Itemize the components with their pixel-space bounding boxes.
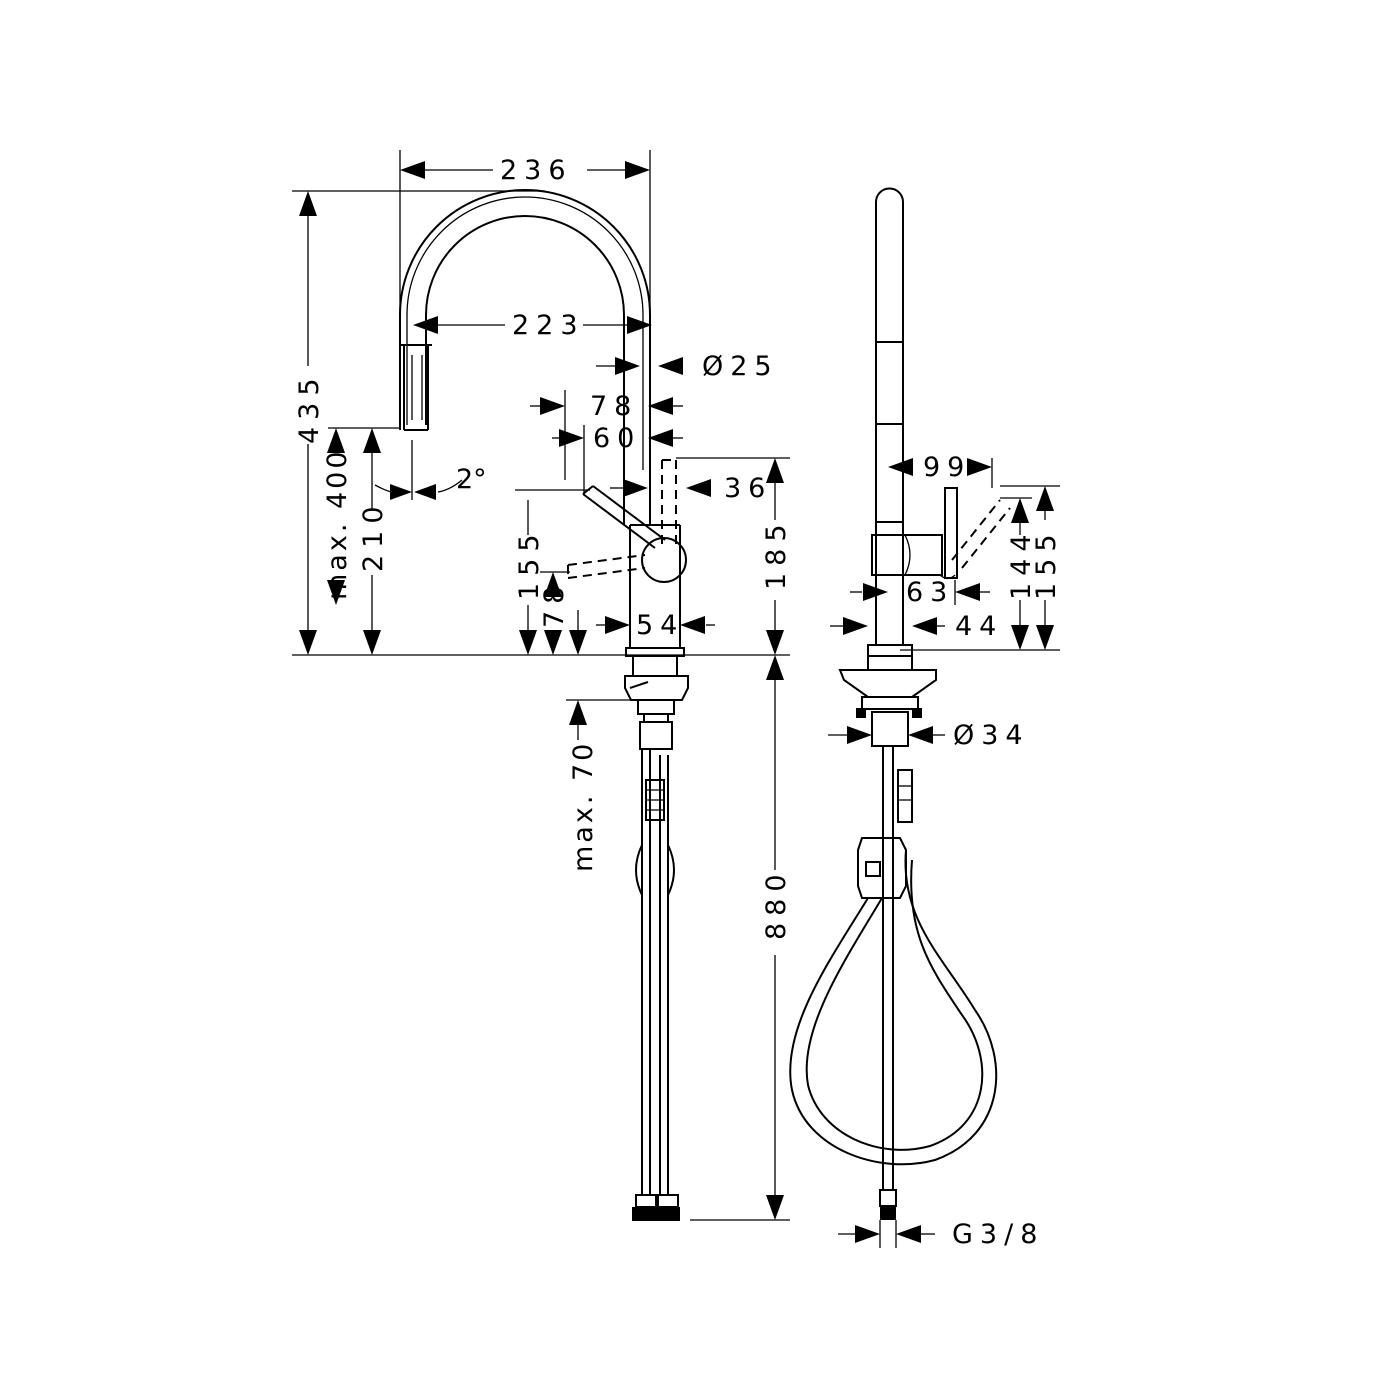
spout-inner-guide xyxy=(406,196,644,470)
side-mount-plate xyxy=(838,669,937,698)
fitting-right-nut xyxy=(656,1207,680,1221)
side-view: 99 155 144 63 44 Ø34 xyxy=(789,187,1062,1250)
dim-54: 54 xyxy=(636,610,684,641)
side-nut-right-tab xyxy=(912,708,922,718)
hose-clip xyxy=(635,844,675,896)
side-nut-left-tab xyxy=(856,708,866,718)
side-hose-loop-inner xyxy=(805,859,984,1151)
dim-max-70: max. 70 xyxy=(568,741,599,872)
dim-210: 210 xyxy=(358,499,389,572)
side-spout xyxy=(875,187,904,645)
dim-36: 36 xyxy=(724,473,772,504)
side-washer xyxy=(867,655,913,671)
side-weight-clip xyxy=(865,861,881,877)
dim-max-400: max. 400 xyxy=(322,448,353,600)
side-lever-plate xyxy=(944,487,958,579)
mount-nut xyxy=(637,699,675,715)
mount-plate xyxy=(624,675,689,701)
side-connector xyxy=(897,769,913,823)
side-fitting-nut xyxy=(880,1206,896,1220)
side-lever-bottom xyxy=(939,574,956,580)
dim-2deg: 2° xyxy=(456,464,487,495)
dim-155-side: 155 xyxy=(1031,527,1062,600)
spray-head xyxy=(400,344,432,431)
mount-nut-2 xyxy=(643,713,669,723)
dim-236: 236 xyxy=(500,155,573,186)
side-lever-block xyxy=(871,534,943,576)
fitting-right xyxy=(657,1194,679,1208)
dim-99: 99 xyxy=(923,452,971,483)
dim-60: 60 xyxy=(593,423,641,454)
lever-hidden-2 xyxy=(567,554,646,579)
dim-d25: Ø25 xyxy=(702,351,779,382)
dim-d34: Ø34 xyxy=(953,720,1030,751)
front-view: 236 223 Ø25 78 60 36 xyxy=(292,150,792,1221)
dim-g38: G3/8 xyxy=(952,1219,1044,1250)
side-hose-weight xyxy=(857,837,907,899)
mount-tab xyxy=(629,681,649,689)
dim-880: 880 xyxy=(761,867,792,940)
deck-washer xyxy=(632,655,678,677)
dim-63: 63 xyxy=(906,577,954,608)
dim-185: 185 xyxy=(761,517,792,590)
dim-155-front: 155 xyxy=(514,527,545,600)
lever-hidden xyxy=(661,459,677,545)
dim-78-lower: 78 xyxy=(539,580,570,628)
side-lever-curve xyxy=(904,534,911,576)
side-lever-hidden xyxy=(951,499,1011,569)
fitting-left xyxy=(635,1194,657,1208)
side-shank xyxy=(871,711,909,747)
fitting-left-nut xyxy=(632,1207,656,1221)
side-hose-loop-outer xyxy=(789,849,998,1166)
dim-435: 435 xyxy=(294,371,325,444)
dim-144: 144 xyxy=(1006,527,1037,600)
spout-inner xyxy=(425,215,625,525)
spout-outer xyxy=(399,189,651,525)
side-fitting xyxy=(879,1189,897,1207)
dim-78-upper: 78 xyxy=(590,391,638,422)
dim-44: 44 xyxy=(955,611,1003,642)
threaded-shank xyxy=(639,721,673,750)
dim-223: 223 xyxy=(512,310,585,341)
lever-knob xyxy=(641,537,687,583)
side-nut xyxy=(861,696,919,710)
